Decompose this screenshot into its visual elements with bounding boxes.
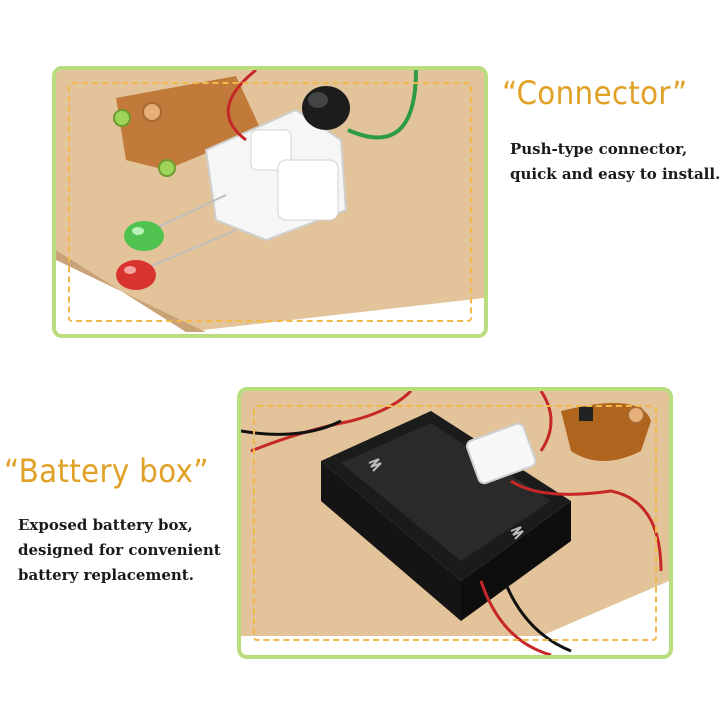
battery-box-heading: “Battery box”: [4, 452, 209, 490]
battery-box-description-line: designed for convenient: [18, 541, 221, 559]
battery-box-description-line: Exposed battery box,: [18, 516, 193, 534]
connector-heading: “Connector”: [502, 74, 688, 112]
battery-box-photo: [237, 387, 673, 659]
battery-box-description: Exposed battery box, designed for conven…: [18, 513, 221, 588]
battery-box-photo-illustration: [241, 391, 669, 655]
connector-description-line: Push-type connector,: [510, 140, 688, 158]
battery-box-description-line: battery replacement.: [18, 566, 194, 584]
connector-photo: [52, 66, 488, 338]
connector-description: Push-type connector, quick and easy to i…: [510, 137, 720, 187]
connector-description-line: quick and easy to install.: [510, 165, 721, 183]
connector-photo-illustration: [56, 70, 484, 332]
